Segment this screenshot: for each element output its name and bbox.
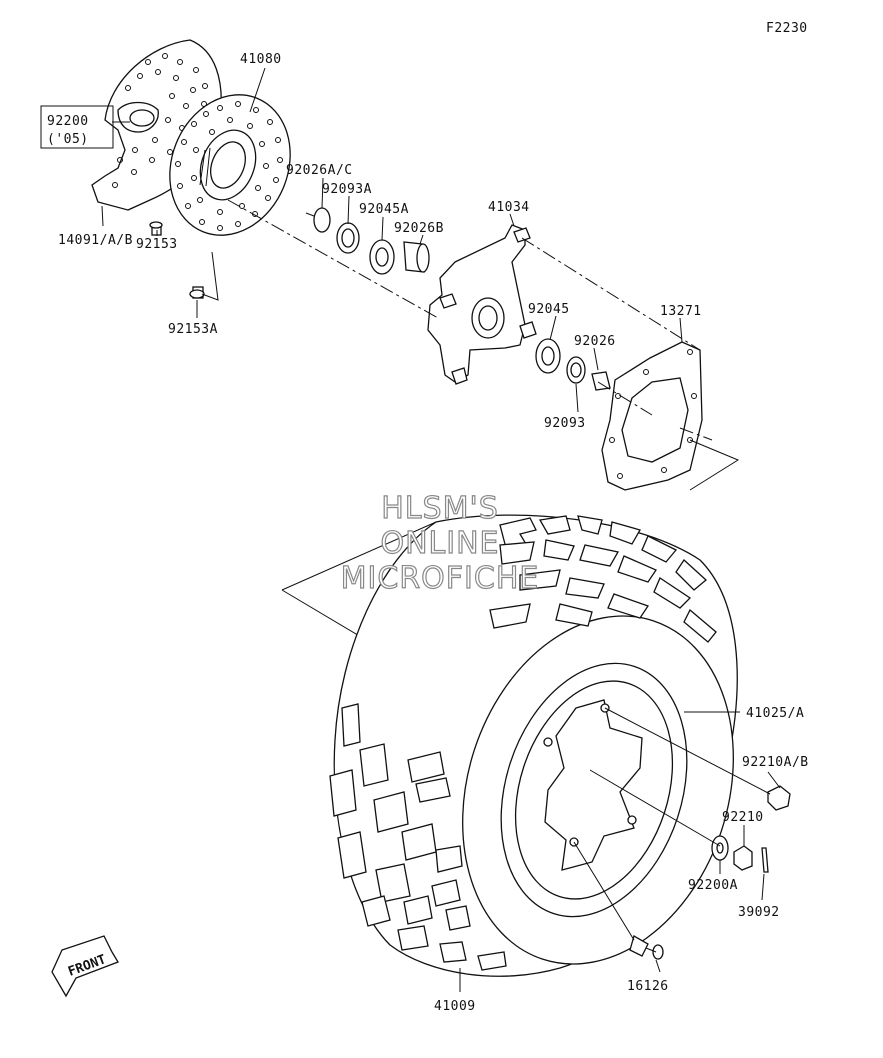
part-label-92045[interactable]: 92045 <box>528 302 570 317</box>
bearing-92045-shape <box>535 338 561 374</box>
part-label-92026b[interactable]: 92026B <box>394 221 444 236</box>
leader-lines <box>101 67 781 992</box>
part-label-13271[interactable]: 13271 <box>660 304 702 319</box>
part-label-39092[interactable]: 39092 <box>738 905 780 920</box>
part-label-41080[interactable]: 41080 <box>240 52 282 67</box>
part-label-92093[interactable]: 92093 <box>544 416 586 431</box>
part-label-92153a[interactable]: 92153A <box>168 322 218 337</box>
castle-nut-92210-shape <box>733 845 753 871</box>
cotter-pin-39092-shape <box>761 847 769 873</box>
part-label-92153[interactable]: 92153 <box>136 237 178 252</box>
nut-92210ab-shape <box>767 785 791 811</box>
bolt-92153-shape <box>149 221 163 236</box>
part-labels: 92200 ('05) 41080 14091/A/B 92153 92153A… <box>40 52 809 1014</box>
seal-92093a-shape <box>336 222 360 254</box>
watermark-line-1: HLSM'S <box>381 491 499 526</box>
watermark: HLSM'S ONLINE MICROFICHE <box>340 490 540 596</box>
watermark-line-2: ONLINE <box>380 526 499 561</box>
spacer-92026b-shape <box>403 241 430 273</box>
valve-16126-shape <box>629 935 664 960</box>
92200-label-box <box>40 105 114 149</box>
spacer-92026ac-shape <box>305 207 331 233</box>
bearing-92045a-shape <box>369 239 395 275</box>
diagram-code: F2230 <box>766 21 808 36</box>
brake-disc-shape <box>169 94 291 236</box>
watermark-line-3: MICROFICHE <box>341 561 540 596</box>
part-label-92200[interactable]: 92200 <box>47 114 89 129</box>
part-label-14091[interactable]: 14091/A/B <box>58 233 133 248</box>
part-label-92026ac[interactable]: 92026A/C <box>286 163 353 178</box>
tire-tread-pattern <box>329 515 717 971</box>
bolt-92153a-shape <box>189 286 205 299</box>
part-label-41009[interactable]: 41009 <box>434 999 476 1014</box>
part-label-92200a[interactable]: 92200A <box>688 878 738 893</box>
part-label-41034[interactable]: 41034 <box>488 200 530 215</box>
part-label-92045a[interactable]: 92045A <box>359 202 409 217</box>
spacer-92026-shape <box>591 371 611 391</box>
guard-plate-13271-shape <box>601 341 703 491</box>
part-label-92093a[interactable]: 92093A <box>322 182 372 197</box>
part-label-41025[interactable]: 41025/A <box>746 706 804 721</box>
washer-92200a-shape <box>711 835 729 861</box>
part-label-92026[interactable]: 92026 <box>574 334 616 349</box>
front-arrow: FRONT <box>51 935 119 998</box>
part-label-92200-note: ('05) <box>47 132 89 147</box>
part-label-92210ab[interactable]: 92210A/B <box>742 755 809 770</box>
part-label-92210[interactable]: 92210 <box>722 810 764 825</box>
wheel-hub-shape <box>427 224 537 385</box>
seal-92093-shape <box>566 356 586 384</box>
part-label-16126[interactable]: 16126 <box>627 979 669 994</box>
